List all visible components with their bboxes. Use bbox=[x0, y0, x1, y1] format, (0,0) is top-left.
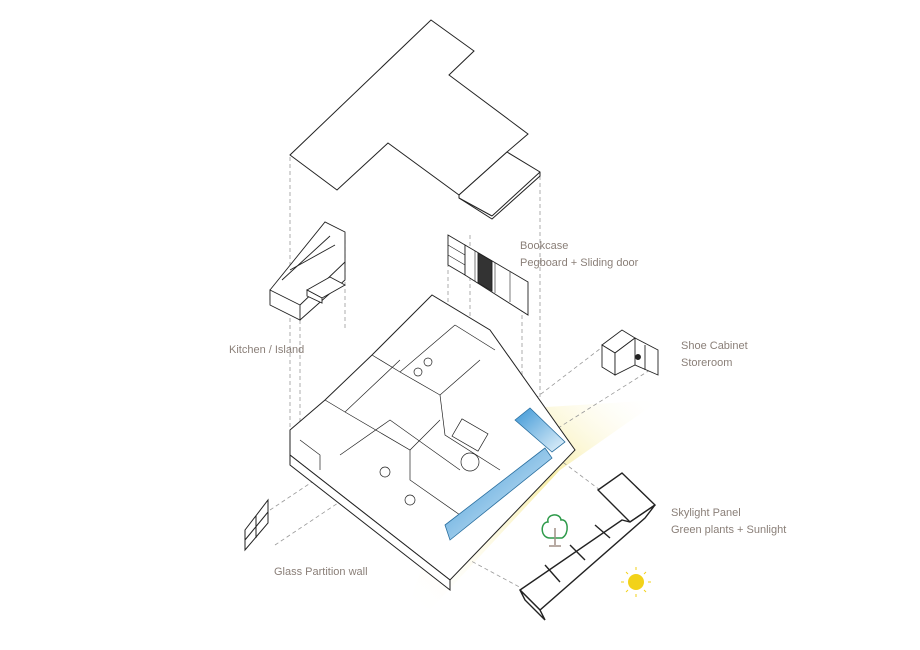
shoe-cabinet-subtitle: Storeroom bbox=[681, 357, 733, 369]
tree-icon bbox=[541, 514, 568, 547]
sun-icon bbox=[621, 567, 651, 597]
kitchen-title: Kitchen / Island bbox=[229, 344, 305, 356]
shoe-cabinet-label: Shoe Cabinet Storeroom bbox=[681, 338, 748, 372]
skylight-title: Skylight Panel bbox=[671, 507, 741, 519]
glass-partition-title: Glass Partition wall bbox=[274, 566, 368, 578]
floor-plan-model bbox=[289, 294, 576, 592]
kitchen-island-module bbox=[269, 221, 346, 321]
shoe-cabinet-title: Shoe Cabinet bbox=[681, 340, 748, 352]
skylight-label: Skylight Panel Green plants + Sunlight bbox=[671, 505, 786, 539]
bookcase-subtitle: Pegboard + Sliding door bbox=[520, 257, 639, 269]
skylight-panel-module bbox=[518, 472, 657, 621]
bookcase-title: Bookcase bbox=[520, 240, 569, 252]
skylight-subtitle: Green plants + Sunlight bbox=[671, 524, 787, 536]
sunlight-wash bbox=[410, 400, 660, 610]
bookcase-label: Bookcase Pegboard + Sliding door bbox=[520, 238, 638, 272]
kitchen-label: Kitchen / Island bbox=[229, 342, 304, 359]
glass-partition-module bbox=[244, 498, 269, 552]
glass-partition-label: Glass Partition wall bbox=[274, 564, 368, 581]
shoe-cabinet-module bbox=[601, 329, 659, 376]
glass-partition-highlight bbox=[444, 407, 566, 541]
roof-plan bbox=[289, 19, 541, 220]
bookcase-module bbox=[447, 234, 529, 316]
